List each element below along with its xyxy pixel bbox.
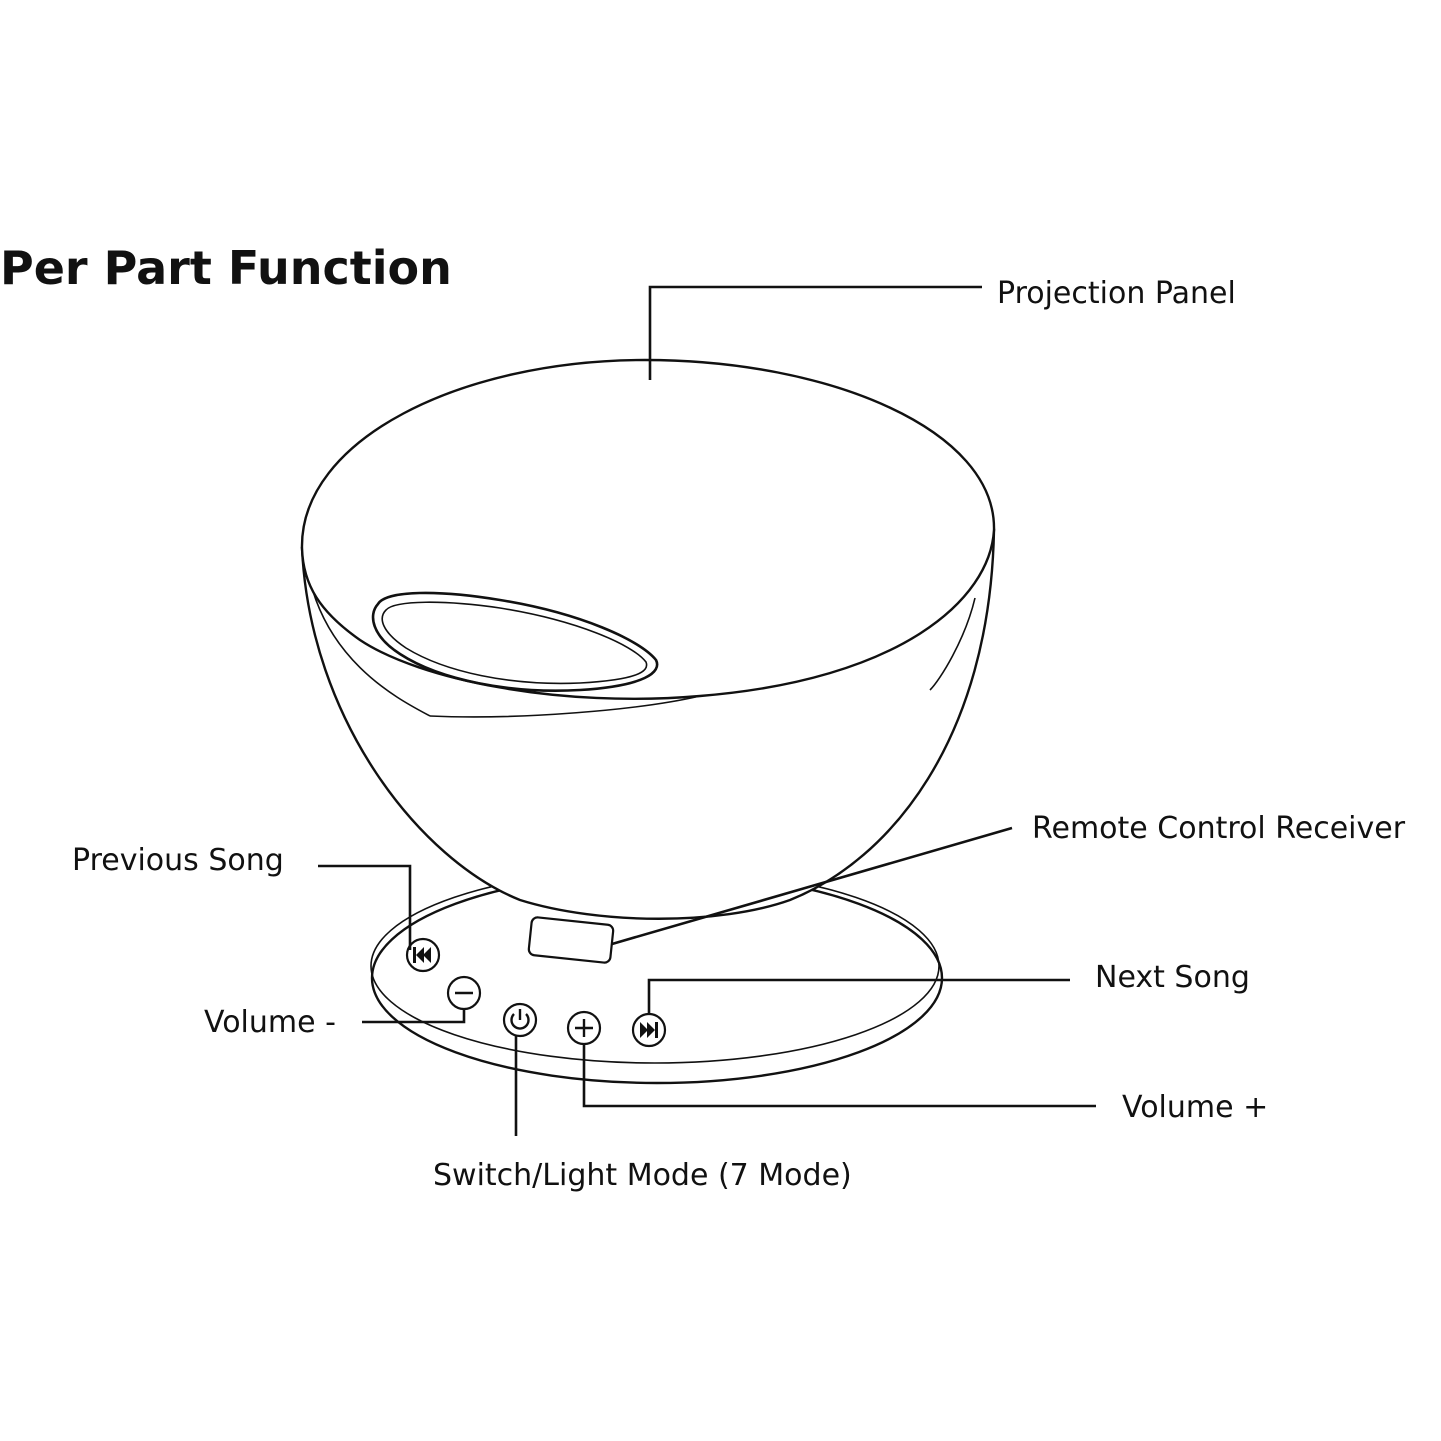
next-track-icon: [640, 1022, 658, 1038]
leader-projection-panel: [648, 285, 982, 380]
volume-up-button[interactable]: [566, 1010, 602, 1046]
label-remote-control-receiver: Remote Control Receiver: [1032, 811, 1406, 846]
leader-next-song: [647, 978, 1070, 1014]
device-bowl: [300, 358, 996, 920]
next-song-button[interactable]: [631, 1012, 667, 1048]
diagram-title: Per Part Function: [0, 241, 452, 295]
plus-icon: [575, 1019, 593, 1037]
power-button[interactable]: [502, 1002, 538, 1038]
label-previous-song: Previous Song: [72, 843, 284, 878]
leader-remote-receiver: [611, 826, 1013, 946]
remote-receiver-window: [527, 916, 615, 964]
label-next-song: Next Song: [1095, 960, 1250, 995]
power-icon: [510, 1009, 530, 1030]
previous-track-icon: [413, 947, 431, 963]
leader-previous-song: [318, 864, 412, 950]
volume-down-button[interactable]: [446, 975, 482, 1011]
leader-volume-minus: [362, 1008, 466, 1024]
label-projection-panel: Projection Panel: [997, 276, 1236, 311]
label-volume-minus: Volume -: [204, 1005, 336, 1040]
label-switch-light-mode: Switch/Light Mode (7 Mode): [433, 1158, 852, 1193]
previous-song-button[interactable]: [405, 937, 441, 973]
label-volume-plus: Volume +: [1122, 1090, 1268, 1125]
leader-volume-plus: [582, 1043, 1096, 1108]
